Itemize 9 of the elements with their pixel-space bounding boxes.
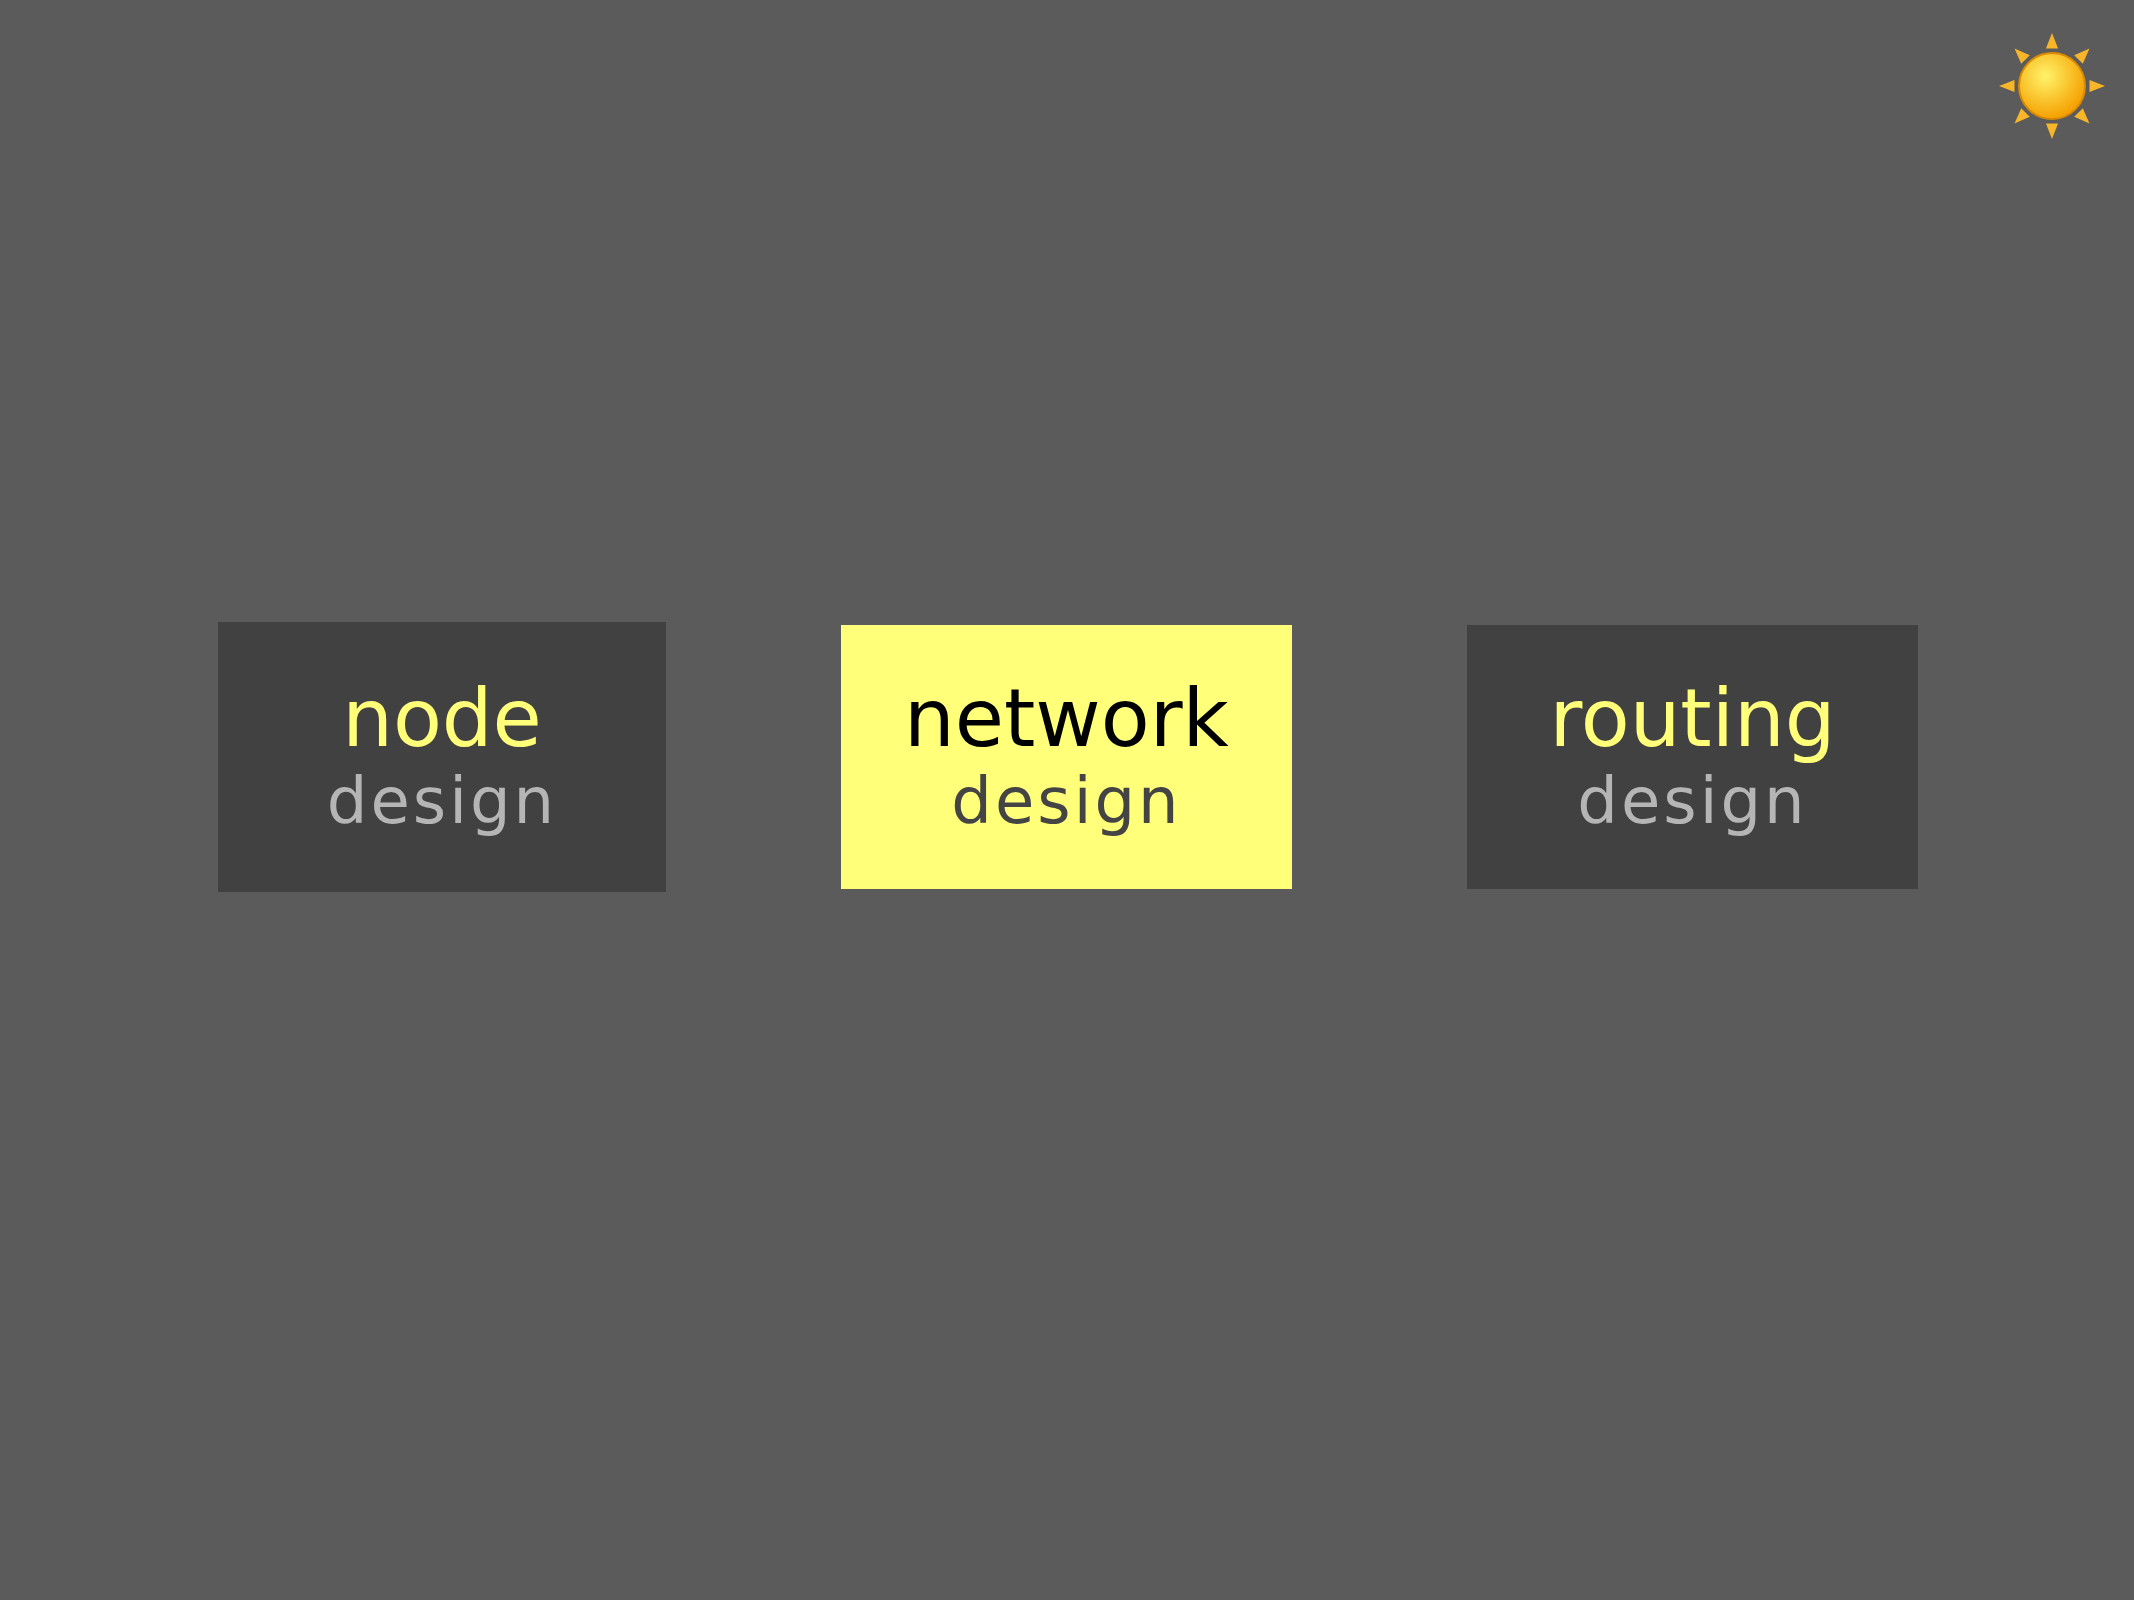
process-box	[218, 622, 666, 892]
box-subtitle: design	[326, 762, 558, 840]
box-subtitle: design	[951, 762, 1182, 840]
box-title: routing	[1549, 674, 1836, 763]
process-box	[1467, 625, 1918, 889]
process-box	[841, 625, 1292, 889]
box-subtitle: design	[1577, 763, 1808, 840]
box-title: node	[342, 674, 542, 763]
box-title: network	[904, 674, 1229, 763]
